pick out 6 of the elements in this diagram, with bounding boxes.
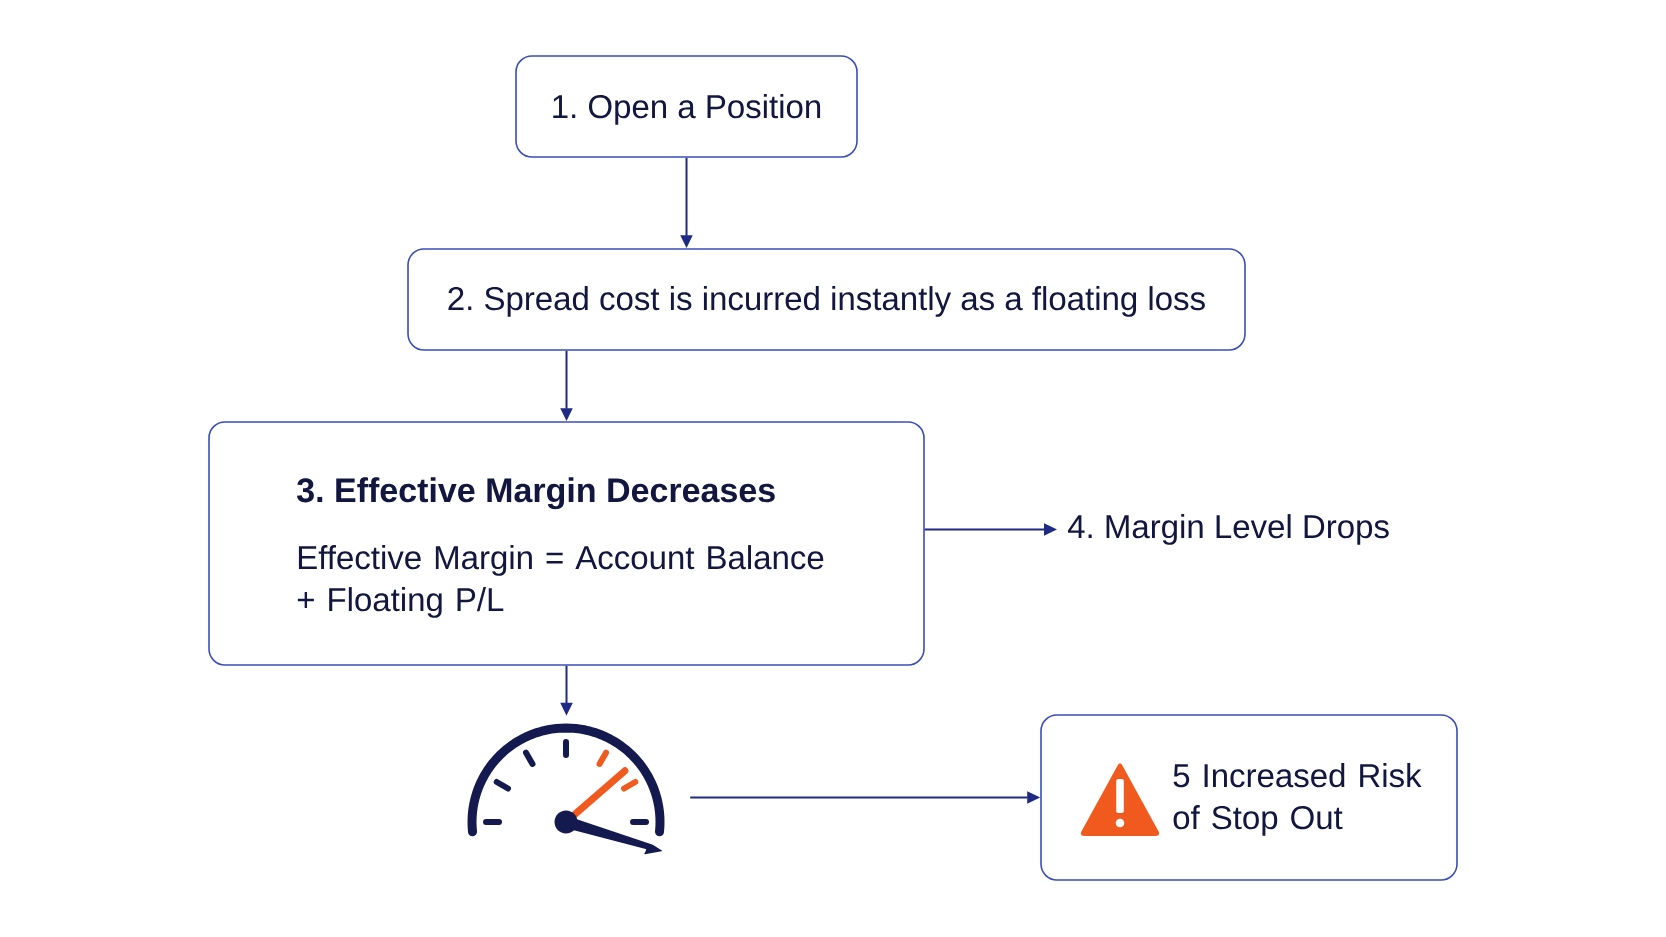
process-box: 2. Spread cost is incurred instantly as a floating loss	[407, 248, 1246, 351]
gauge-icon	[467, 723, 665, 855]
process-box: 3. Effective Margin Decreases Effective Margin = Account Balance + Floating P/L	[208, 421, 925, 666]
process-box: 5 Increased Risk of Stop Out	[1040, 714, 1458, 881]
process-box: 1. Open a Position	[515, 55, 858, 158]
step-label: 4. Margin Level Drops	[1067, 514, 1389, 545]
